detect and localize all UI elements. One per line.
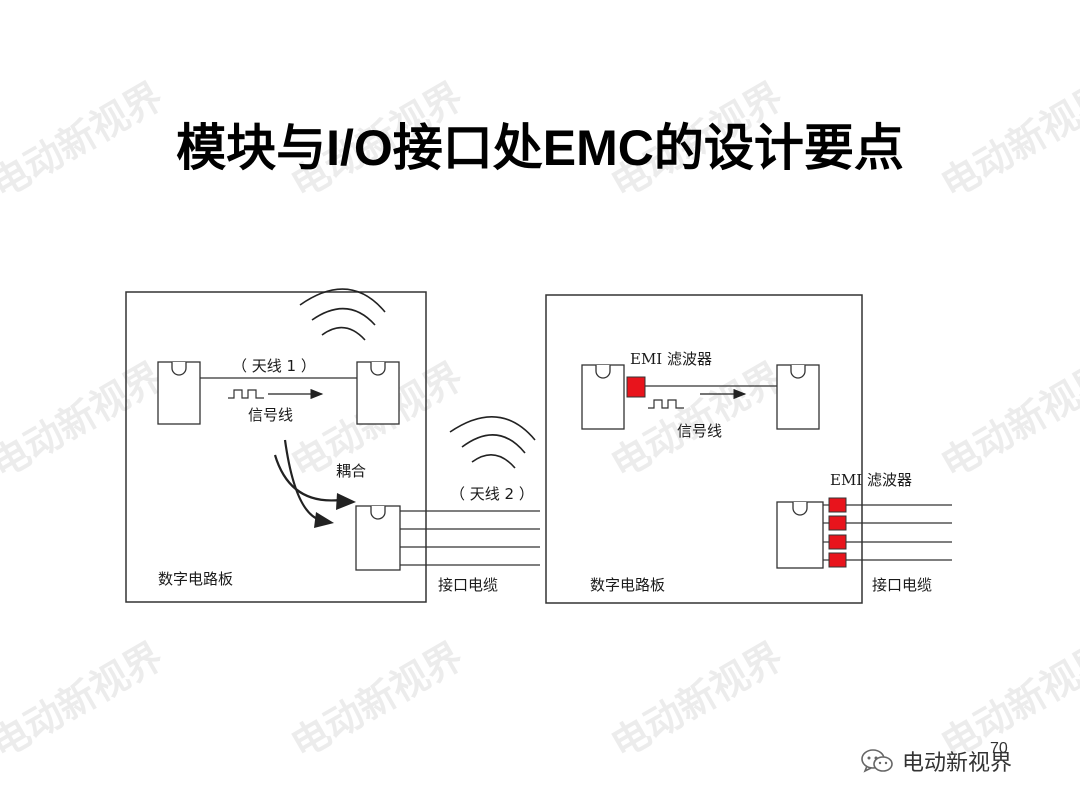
chip-icon: [776, 364, 820, 430]
emi-filter-icon: [828, 534, 847, 550]
cable-label: 接口电缆: [872, 576, 932, 594]
antenna-2-label: （ 天线 2 ）: [450, 485, 534, 503]
right-board-frame: [545, 294, 863, 604]
emi-filter-icon: [626, 376, 646, 398]
pulse-waveform-icon: [648, 399, 684, 409]
footer-brand: 电动新视界: [860, 745, 1012, 777]
board-label: 数字电路板: [590, 576, 665, 594]
emi-filter-icon: [828, 552, 847, 568]
coupling-arrows-icon: [273, 439, 356, 528]
signal-line-label: 信号线: [248, 406, 293, 424]
slide-title: 模块与I/O接口处EMC的设计要点: [176, 120, 904, 176]
chip-icon: [581, 364, 625, 430]
coupling-label: 耦合: [336, 462, 366, 480]
pulse-waveform-icon: [228, 389, 264, 399]
radiation-waves-icon: [449, 415, 536, 469]
left-panel: （ 天线 1 ） 信号线 耦合: [125, 288, 540, 603]
right-panel: EMI 滤波器 信号线 EMI 滤波器 数字电路板 接口电缆: [545, 294, 952, 604]
left-board-frame: [125, 291, 427, 603]
chip-icon: [157, 361, 201, 425]
wechat-icon: [861, 749, 893, 773]
cable-label: 接口电缆: [438, 576, 498, 594]
interface-cable-lines: [823, 504, 952, 561]
radiation-waves-icon: [299, 288, 386, 341]
interface-cable-lines: [400, 510, 540, 566]
emi-filter-icon: [828, 515, 847, 531]
signal-line-label: 信号线: [677, 422, 722, 440]
emi-filter-label: EMI 滤波器: [830, 471, 912, 489]
emi-filter-icon: [828, 497, 847, 513]
chip-icon: [776, 501, 824, 569]
brand-name: 电动新视界: [902, 751, 1013, 776]
chip-icon: [355, 505, 401, 571]
emi-filter-label: EMI 滤波器: [630, 350, 712, 368]
emi-filter-array: [828, 497, 847, 568]
page-number: 70: [990, 740, 1008, 757]
board-label: 数字电路板: [158, 570, 233, 588]
chip-icon: [356, 361, 400, 425]
antenna-1-label: （ 天线 1 ）: [232, 357, 316, 375]
